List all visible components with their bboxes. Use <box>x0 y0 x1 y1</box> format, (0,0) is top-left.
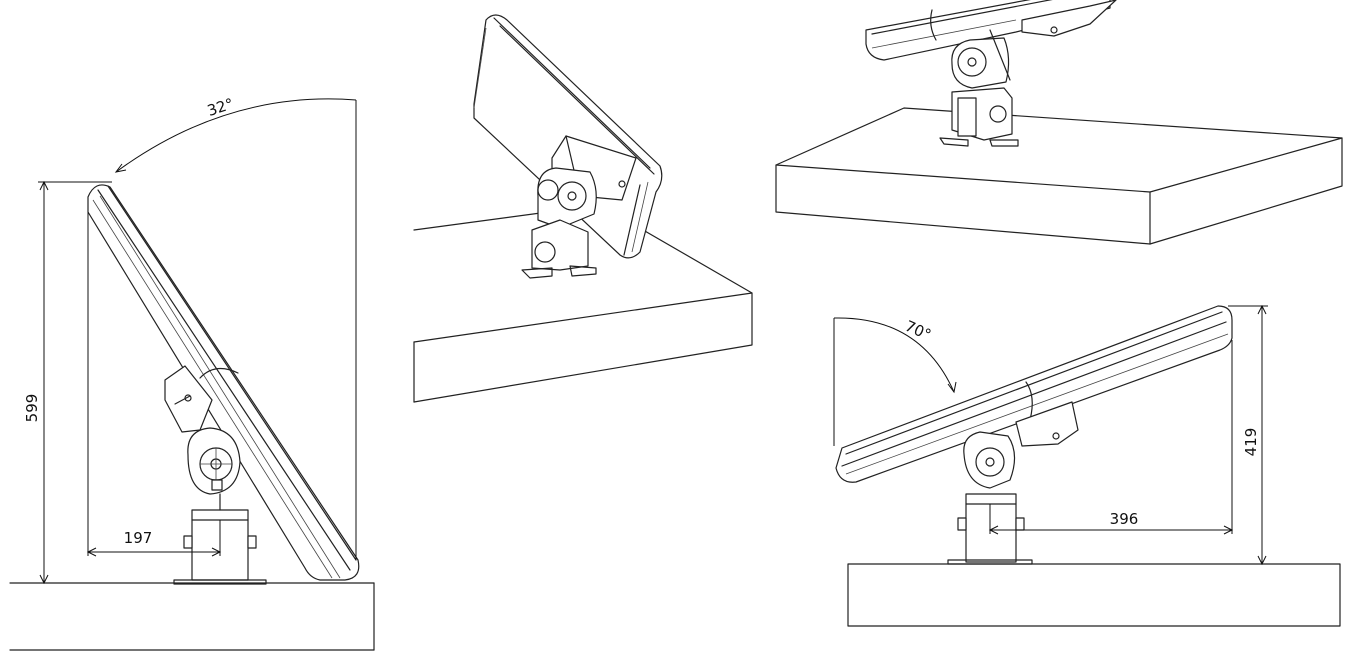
top-right-isometric-view <box>775 0 1343 245</box>
left-offset-label: 197 <box>124 529 153 547</box>
left-pivot-bracket <box>187 427 241 495</box>
left-angle-label: 32° <box>205 95 236 120</box>
left-height-label: 599 <box>23 394 41 423</box>
center-mount-base <box>521 219 597 279</box>
top-right-pivot-bracket <box>951 29 1011 89</box>
bottom-right-height-dimension: 419 <box>1228 304 1268 566</box>
bottom-right-panel <box>835 305 1233 483</box>
bottom-right-height-label: 419 <box>1242 428 1260 457</box>
left-offset-dimension: 197 <box>86 212 222 557</box>
left-height-dimension: 599 <box>23 180 112 585</box>
left-angle-dimension: 32° <box>114 95 357 560</box>
bottom-right-offset-label: 396 <box>1110 510 1139 528</box>
left-side-view: 599 197 32° <box>9 95 375 651</box>
bottom-right-angle-label: 70° <box>902 317 934 344</box>
top-right-mount-base <box>939 87 1019 147</box>
bottom-right-offset-dimension: 396 <box>988 340 1234 535</box>
bottom-right-pivot-bracket <box>963 431 1016 489</box>
bottom-right-rear-housing <box>1015 401 1079 447</box>
bottom-right-mount-base <box>947 493 1033 565</box>
center-pivot-bracket <box>537 167 597 229</box>
bottom-right-ground-slab <box>847 563 1341 627</box>
top-right-slab <box>775 107 1343 245</box>
top-right-rear-housing <box>1021 0 1117 37</box>
left-panel <box>87 184 360 581</box>
left-ground-slab <box>9 582 375 651</box>
bottom-right-side-view: 419 396 70° <box>833 304 1341 627</box>
center-isometric-view <box>413 14 753 403</box>
